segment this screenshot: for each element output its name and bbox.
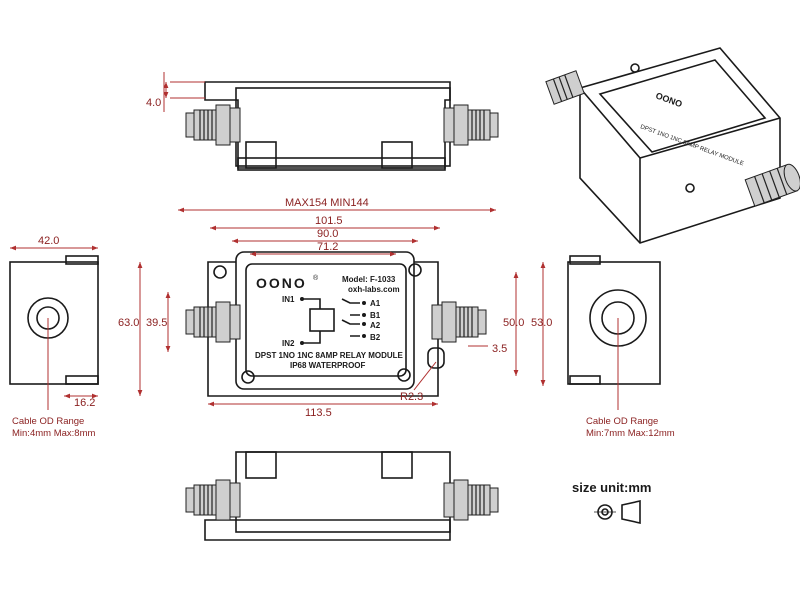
size-unit-legend: size unit:mm (572, 480, 651, 524)
size-unit-label: size unit:mm (572, 480, 651, 495)
terminal-a1-label: A1 (370, 299, 381, 308)
dim-63-0: 63.0 (118, 317, 139, 329)
terminal-b1-label: B1 (370, 311, 381, 320)
dim-4-0: 4.0 (146, 97, 161, 109)
cable-range-left-title: Cable OD Range (12, 416, 84, 427)
dim-71-2: 71.2 (317, 241, 338, 253)
top-side-view: 4.0 (146, 72, 499, 171)
brand-registered-mark: ® (313, 274, 319, 282)
terminal-in1-label: IN1 (282, 295, 295, 304)
isometric-view: OONO DPST 1NO 1NC 8AMP RELAY MODULE (545, 47, 800, 244)
dim-r2-3: R2.3 (400, 391, 423, 403)
bottom-side-view (185, 451, 499, 541)
dim-3-5: 3.5 (492, 343, 507, 355)
panel-model: Model: F-1033 (342, 275, 396, 284)
terminal-b2-label: B2 (370, 333, 381, 342)
panel-brand: OONO (256, 275, 307, 291)
dim-53-0: 53.0 (531, 317, 552, 329)
panel-waterproof-rating: IP68 WATERPROOF (290, 361, 366, 370)
dim-90-0: 90.0 (317, 228, 338, 240)
panel-website: oxh-labs.com (348, 285, 400, 294)
right-end-view: Cable OD Range Min:7mm Max:12mm (567, 255, 675, 439)
cable-range-right-values: Min:7mm Max:12mm (586, 428, 675, 439)
cable-range-left-values: Min:4mm Max:8mm (12, 428, 95, 439)
dim-42-0: 42.0 (38, 235, 59, 247)
dim-101-5: 101.5 (315, 215, 343, 227)
terminal-a2-label: A2 (370, 321, 381, 330)
cable-range-right-title: Cable OD Range (586, 416, 658, 427)
dim-113-5: 113.5 (305, 407, 332, 419)
dim-50-0: 50.0 (503, 317, 524, 329)
dim-max-min-length: MAX154 MIN144 (285, 197, 369, 209)
front-view: OONO ® Model: F-1033 oxh-labs.com IN1 IN… (118, 197, 552, 419)
left-end-view: 42.0 16.2 Cable OD Range Min:4mm Max:8mm (9, 235, 99, 439)
terminal-in2-label: IN2 (282, 339, 295, 348)
dim-39-5: 39.5 (146, 317, 167, 329)
panel-module-name: DPST 1NO 1NC 8AMP RELAY MODULE (255, 351, 404, 360)
dim-16-2: 16.2 (74, 397, 95, 409)
